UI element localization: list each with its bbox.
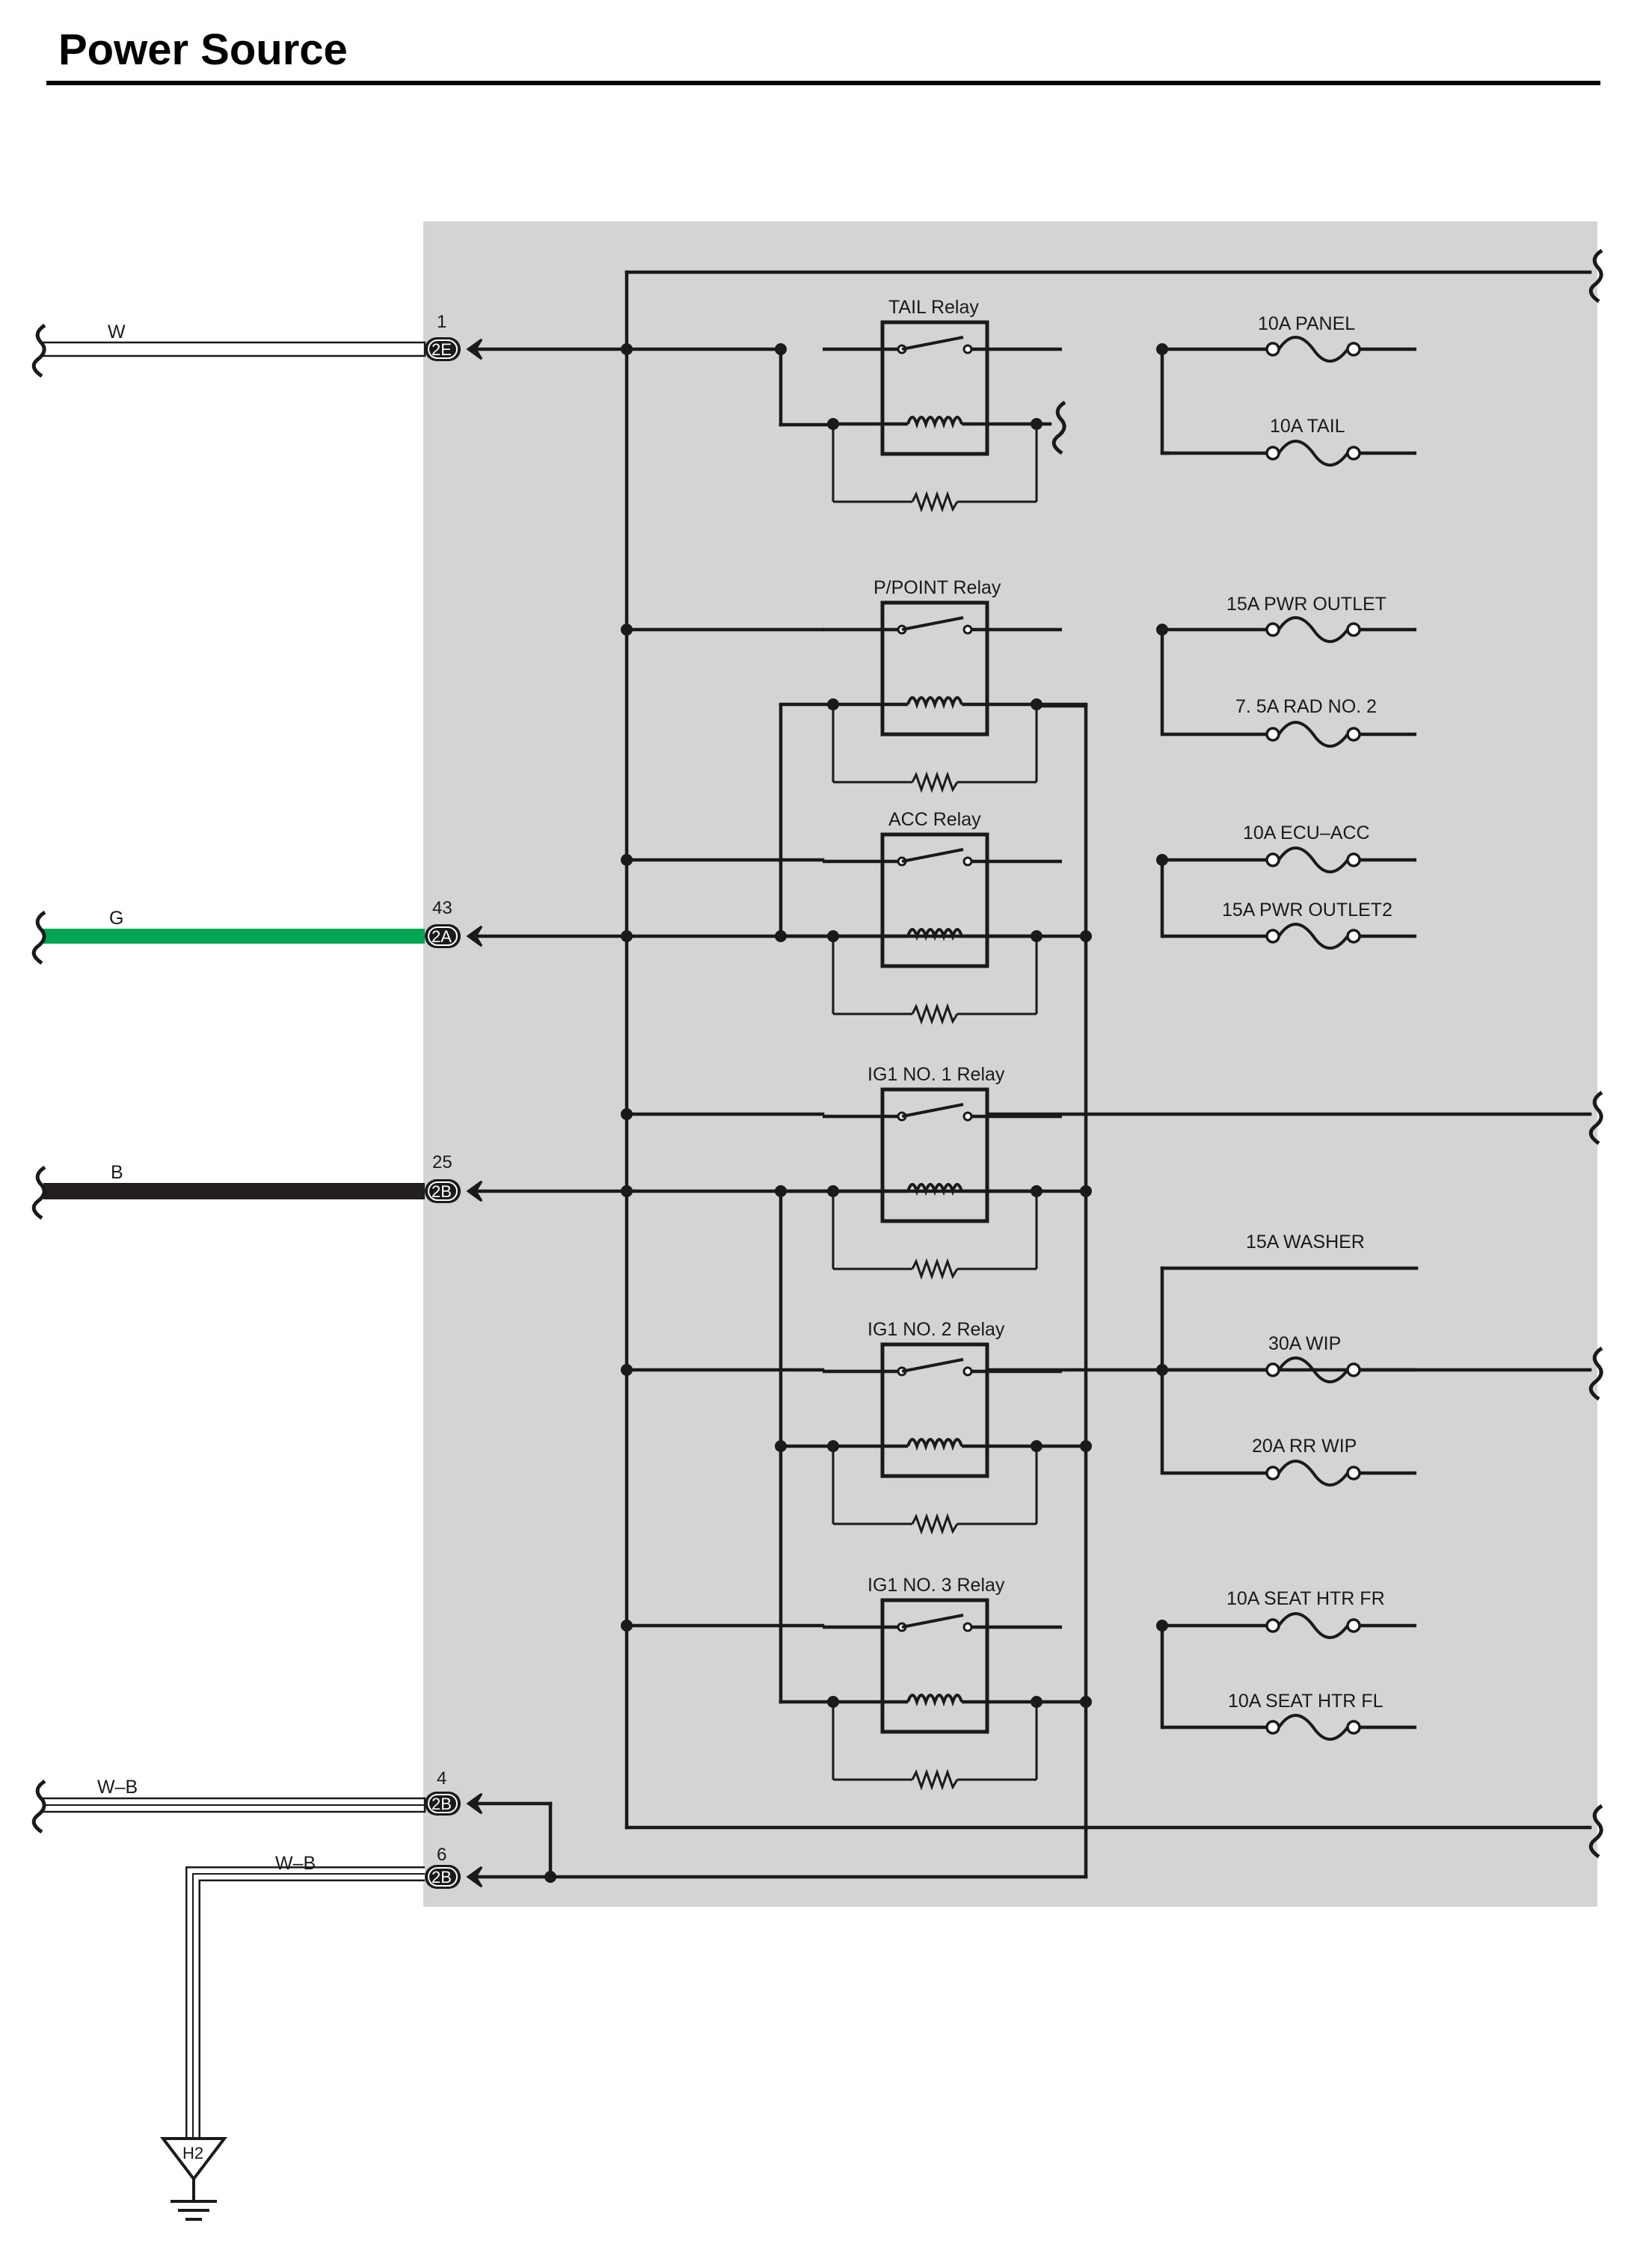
fuse-label: 30A WIP	[1268, 1333, 1341, 1354]
pin-number: 1	[437, 312, 446, 332]
fuse-label: 15A WASHER	[1246, 1232, 1365, 1252]
fuse-label: 10A SEAT HTR FR	[1226, 1588, 1385, 1609]
junction-block	[423, 221, 1597, 1907]
pin-number: 43	[432, 898, 452, 918]
fuse-label: 10A ECU–ACC	[1243, 823, 1370, 843]
fuse-label: 20A RR WIP	[1252, 1436, 1357, 1457]
wire-w	[34, 325, 426, 376]
fuse-label: 7. 5A RAD NO. 2	[1235, 696, 1377, 717]
title-rule	[46, 81, 1600, 85]
relay-label-acc: ACC Relay	[888, 809, 981, 830]
wire-label-g: G	[109, 908, 123, 929]
junction-dots	[544, 343, 1168, 1883]
connector-label: 2B	[432, 1795, 452, 1813]
connector-label: 2A	[432, 927, 452, 946]
connector-label: 2B	[432, 1868, 452, 1887]
connector-label: 2B	[432, 1182, 452, 1201]
ground-symbol	[159, 2137, 228, 2221]
relay-label-tail: TAIL Relay	[888, 297, 979, 318]
wire-b	[34, 1167, 425, 1218]
fuse-label: 10A PANEL	[1258, 313, 1355, 334]
fuse-label: 10A SEAT HTR FL	[1228, 1691, 1384, 1712]
relay-label-ig1-no3: IG1 NO. 3 Relay	[868, 1575, 1005, 1596]
fuse-label: 15A PWR OUTLET2	[1222, 900, 1392, 920]
pin-number: 4	[437, 1768, 446, 1789]
connector-label: 2E	[432, 340, 452, 359]
fuse-label: 10A TAIL	[1270, 416, 1345, 437]
page-title: Power Source	[58, 25, 348, 74]
relay-label-p-point: P/POINT Relay	[873, 577, 1001, 598]
relay-label-ig1-no2: IG1 NO. 2 Relay	[868, 1319, 1005, 1340]
wire-label-wb-1: W–B	[97, 1777, 138, 1798]
wire-g	[34, 912, 425, 963]
wire-wb-1	[34, 1781, 426, 1832]
ground-label: H2	[182, 2144, 203, 2162]
fuse-label: 15A PWR OUTLET	[1226, 594, 1387, 615]
pin-number: 6	[437, 1845, 446, 1865]
wire-label-w: W	[108, 322, 126, 342]
coil-connections	[779, 422, 1088, 1704]
wire-wb-2	[185, 1866, 425, 2139]
wire-label-wb-2: W–B	[275, 1853, 316, 1874]
pin-number: 25	[432, 1152, 452, 1172]
relay-label-ig1-no1: IG1 NO. 1 Relay	[868, 1064, 1005, 1085]
wire-label-b: B	[111, 1162, 123, 1183]
